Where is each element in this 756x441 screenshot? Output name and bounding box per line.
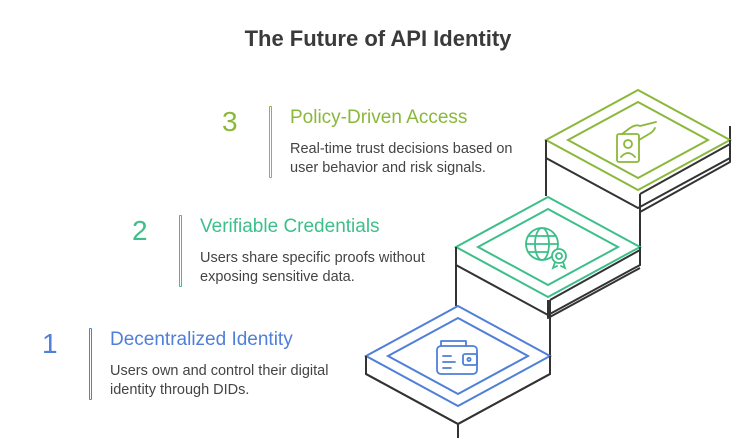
platform-1-inner	[385, 316, 531, 396]
platform-1-top	[363, 304, 553, 408]
step-1: 1 Decentralized Identity Users own and c…	[42, 328, 362, 408]
platform-3	[543, 88, 733, 210]
platform-2-inner	[475, 207, 621, 287]
stair-edge-5	[547, 267, 641, 319]
platform-3-top	[543, 88, 733, 192]
platform-1-side	[365, 356, 551, 426]
step-2-bar	[179, 215, 182, 287]
page-title: The Future of API Identity	[244, 26, 512, 51]
platform-3-inner	[565, 100, 711, 180]
platform-1	[363, 304, 553, 426]
step-2-number: 2	[132, 215, 148, 246]
platform-3-side	[545, 140, 731, 210]
id-card-icon	[616, 121, 657, 163]
step-2-description: Users share specific proofs without expo…	[200, 250, 425, 285]
step-1-number: 1	[42, 328, 58, 359]
step-1-bar	[89, 328, 92, 400]
step-3-heading: Policy-Driven Access	[290, 107, 468, 128]
step-2-heading: Verifiable Credentials	[200, 216, 380, 237]
step-1-description: Users own and control their digital iden…	[110, 363, 329, 398]
step-3-number: 3	[222, 106, 238, 137]
platform-2-side	[455, 247, 641, 317]
wallet-icon	[436, 340, 478, 375]
step-2: 2 Verifiable Credentials Users share spe…	[132, 215, 452, 295]
globe-badge-icon	[525, 227, 567, 270]
step-1-heading: Decentralized Identity	[110, 329, 293, 350]
platform-2	[453, 195, 643, 317]
step-3-bar	[269, 106, 272, 178]
step-3: 3 Policy-Driven Access Real-time trust d…	[222, 106, 522, 186]
step-3-description: Real-time trust decisions based on user …	[290, 141, 513, 176]
